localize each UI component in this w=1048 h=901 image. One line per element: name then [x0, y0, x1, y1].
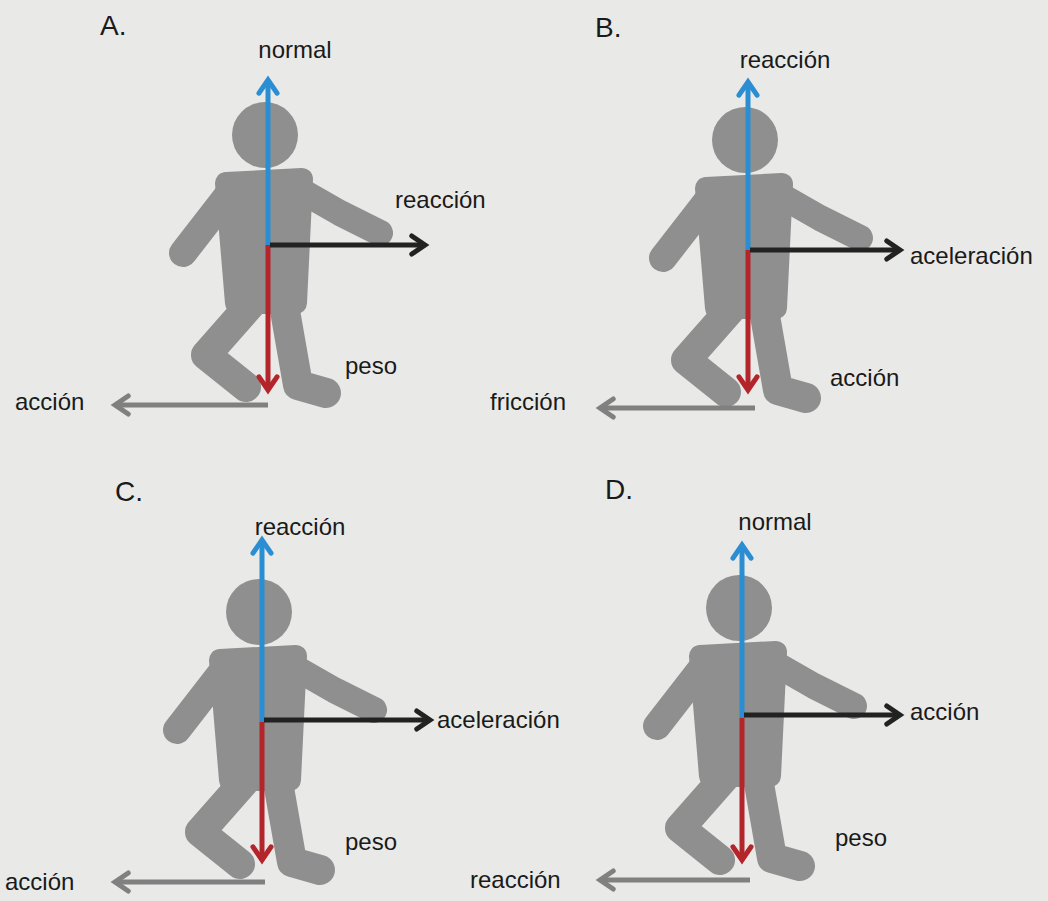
figure-head	[712, 107, 778, 173]
force-arrow-left	[600, 399, 755, 417]
force-label: normal	[738, 509, 811, 535]
force-arrow-down	[253, 722, 271, 860]
force-arrow-left	[600, 871, 750, 889]
panel-letter: B.	[595, 13, 621, 44]
figure-leg	[200, 782, 244, 864]
force-label: acción	[910, 699, 979, 725]
arrow-shaft	[746, 250, 751, 390]
arrow-head	[739, 82, 757, 95]
figure-arm	[657, 668, 702, 726]
arrow-shaft	[266, 245, 271, 390]
arrow-head	[253, 847, 271, 860]
figure-arm	[778, 194, 860, 238]
figure-head	[226, 579, 292, 645]
arrow-head	[412, 236, 425, 254]
force-label: fricción	[490, 389, 566, 415]
arrow-shaft	[746, 82, 751, 250]
arrow-shaft	[600, 878, 750, 883]
arrow-head	[733, 847, 751, 860]
force-label: aceleración	[910, 243, 1033, 269]
panel-letter: A.	[100, 11, 126, 42]
force-label: normal	[258, 37, 331, 63]
figure-arm	[663, 200, 708, 258]
person-figure	[657, 575, 854, 866]
arrow-head	[887, 706, 900, 724]
force-arrow-left	[115, 396, 268, 414]
figure-arm	[292, 666, 374, 710]
figure-head	[232, 102, 298, 168]
force-label: reacción	[395, 187, 486, 213]
force-arrow-down	[733, 718, 751, 860]
arrow-shaft	[260, 722, 265, 860]
figure-head	[706, 575, 772, 641]
arrow-head	[253, 540, 271, 553]
arrow-head	[600, 871, 613, 889]
arrow-head	[417, 711, 430, 729]
figure-arm	[177, 672, 222, 730]
arrow-head	[259, 80, 277, 93]
force-label: peso	[835, 825, 887, 851]
figure-leg	[758, 778, 800, 866]
force-arrow-right	[264, 711, 430, 729]
figure-leg	[686, 310, 730, 392]
arrow-head	[115, 396, 128, 414]
force-label: reacción	[740, 47, 831, 73]
arrow-shaft	[115, 880, 265, 885]
force-arrow-right	[750, 241, 900, 259]
force-arrow-up	[253, 540, 271, 722]
panel-letter: C.	[115, 477, 143, 508]
figure-leg	[278, 782, 320, 870]
arrow-shaft	[744, 713, 900, 718]
force-label: peso	[345, 829, 397, 855]
arrow-head	[739, 377, 757, 390]
force-label: peso	[345, 353, 397, 379]
force-arrow-down	[739, 250, 757, 390]
arrow-shaft	[266, 80, 271, 245]
force-label: aceleración	[437, 707, 560, 733]
panel-letter: D.	[605, 475, 633, 506]
arrow-shaft	[115, 403, 268, 408]
arrow-head	[600, 399, 613, 417]
figure-arm	[298, 189, 380, 233]
force-arrow-down	[259, 245, 277, 390]
force-label: acción	[830, 365, 899, 391]
figure-leg	[284, 305, 326, 393]
arrow-shaft	[264, 718, 430, 723]
force-arrow-right	[270, 236, 425, 254]
force-arrow-up	[259, 80, 277, 245]
figure-leg	[206, 305, 250, 387]
arrow-shaft	[740, 718, 745, 860]
arrow-shaft	[750, 248, 900, 253]
arrow-shaft	[600, 406, 755, 411]
force-label: reacción	[470, 867, 561, 893]
figure-leg	[680, 778, 724, 860]
figure-arm	[772, 662, 854, 706]
arrow-head	[887, 241, 900, 259]
figure-arm	[183, 195, 228, 253]
force-arrow-up	[733, 545, 751, 718]
arrow-shaft	[740, 545, 745, 718]
arrow-shaft	[270, 243, 425, 248]
arrow-shaft	[260, 540, 265, 722]
arrow-head	[115, 873, 128, 891]
force-arrow-up	[739, 82, 757, 250]
force-label: acción	[15, 389, 84, 415]
force-arrow-left	[115, 873, 265, 891]
force-label: reacción	[255, 514, 346, 540]
force-arrow-right	[744, 706, 900, 724]
arrow-head	[733, 545, 751, 558]
figure-leg	[764, 310, 806, 398]
arrow-head	[259, 377, 277, 390]
force-label: acción	[5, 869, 74, 895]
person-figure	[177, 579, 374, 870]
